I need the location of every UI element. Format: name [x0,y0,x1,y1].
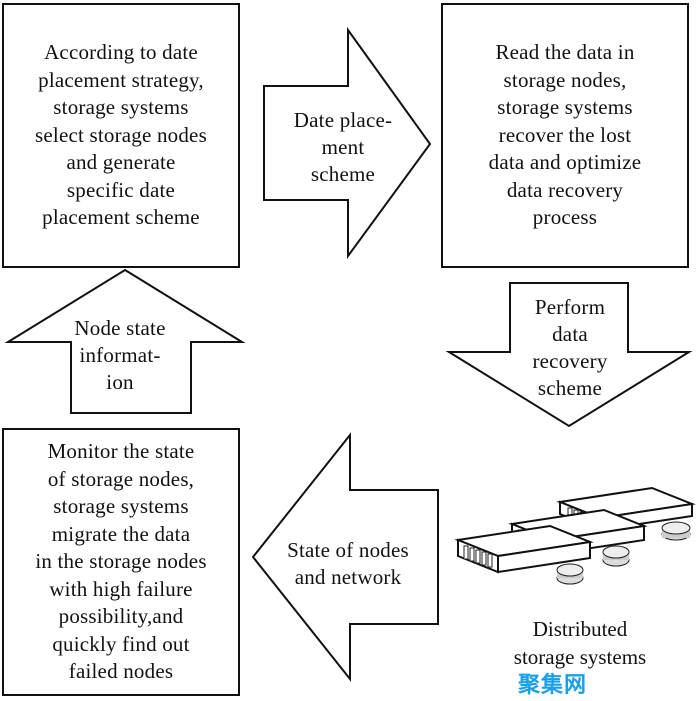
arrow-left [251,432,439,682]
placement-strategy-box: According to date placement strategy, st… [2,3,240,268]
read-data-text: Read the data in storage nodes, storage … [488,40,642,230]
arrow-up-label: Node state informat- ion [74,316,166,394]
read-data-box: Read the data in storage nodes, storage … [441,3,689,268]
placement-strategy-text: According to date placement strategy, st… [35,40,207,230]
arrow-left-label: State of nodes and network [287,538,409,589]
arrow-right-label: Date place- ment scheme [293,108,393,186]
arrow-down-label: Perform data recovery scheme [532,295,608,400]
arrow-up [4,268,246,414]
server-rack-icon [454,486,696,585]
storage-caption: Distributed storage systems [513,617,647,669]
monitor-state-box: Monitor the state of storage nodes, stor… [2,428,240,696]
arrow-down [445,282,693,428]
watermark-logo: 聚集网 [518,673,588,698]
arrow-right [263,26,432,260]
monitor-state-text: Monitor the state of storage nodes, stor… [35,439,207,684]
